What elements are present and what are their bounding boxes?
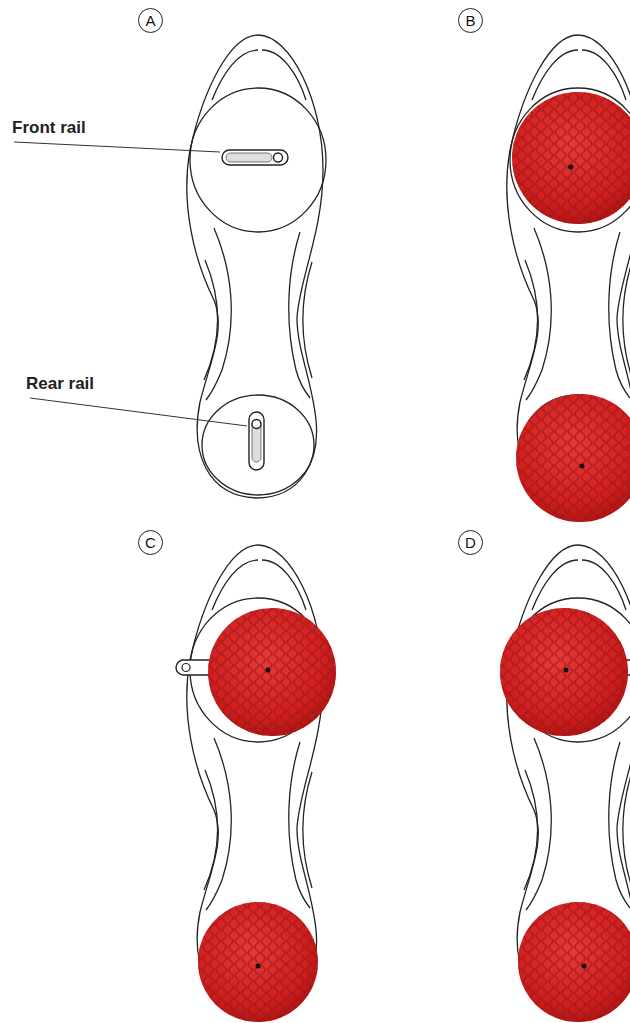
sole-d [500,545,630,1022]
part-label: Rear rail [24,374,96,394]
panel-letter: B [465,13,475,28]
sole-c [176,545,336,1022]
panel-letter-circle: C [138,530,163,555]
sole-b [507,35,630,522]
panel-letter: A [145,13,155,28]
part-label: Front rail [10,118,88,138]
panel-letter-circle: D [458,530,483,555]
panel-letter-circle: A [138,8,163,33]
panel-letter: D [465,535,476,550]
panel-letter: C [145,535,156,550]
panel-letter-circle: B [458,8,483,33]
sole-a [14,35,326,498]
